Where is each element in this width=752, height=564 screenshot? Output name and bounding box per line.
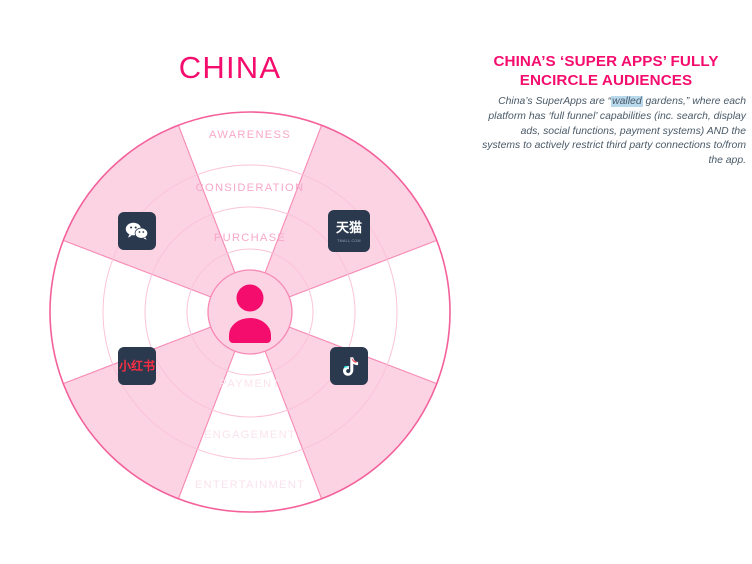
wheel-rings bbox=[102, 164, 398, 460]
app-tile-wechat[interactable] bbox=[118, 212, 156, 250]
wedge-right bbox=[250, 240, 450, 384]
wedge-bottom bbox=[178, 312, 322, 512]
wedge-lower-left bbox=[63, 312, 250, 499]
douyin-icon bbox=[342, 356, 358, 376]
ring-label-entertainment: ENTERTAINMENT bbox=[195, 479, 305, 491]
right-column: CHINA’S ‘SUPER APPS’ FULLY ENCIRCLE AUDI… bbox=[460, 0, 752, 564]
ring-label-awareness: AWARENESS bbox=[209, 129, 291, 141]
wedge-upper-left bbox=[63, 125, 250, 312]
app-tile-tmall[interactable]: 天猫 TMALL.COM bbox=[328, 210, 370, 252]
app-tile-douyin[interactable] bbox=[330, 347, 368, 385]
tmall-sublabel: TMALL.COM bbox=[337, 239, 361, 243]
china-wheel: AWARENESS CONSIDERATION PURCHASE PAYMENT… bbox=[40, 102, 460, 522]
ring-label-purchase: PURCHASE bbox=[214, 232, 286, 244]
body-copy: China’s SuperApps are “walled gardens,” … bbox=[480, 95, 746, 169]
app-tile-xiaohongshu[interactable]: 小红书 bbox=[118, 347, 156, 385]
body-after: gardens,” where each platform has ‘full … bbox=[482, 96, 746, 167]
headline: CHINA’S ‘SUPER APPS’ FULLY ENCIRCLE AUDI… bbox=[493, 53, 719, 90]
wheel-outer-boundary bbox=[49, 111, 451, 513]
ring-label-payment: PAYMENT bbox=[219, 378, 280, 390]
tmall-label: 天猫 bbox=[335, 221, 362, 236]
china-section: CHINA bbox=[40, 50, 460, 522]
wedge-lower-right bbox=[250, 312, 437, 499]
wedge-top bbox=[178, 112, 322, 312]
china-title: CHINA bbox=[178, 50, 282, 85]
body-before: China’s SuperApps are “ bbox=[498, 96, 612, 107]
wedge-left bbox=[50, 240, 250, 384]
wechat-icon bbox=[125, 222, 149, 240]
xiaohongshu-label: 小红书 bbox=[118, 359, 155, 373]
ring-label-engagement: ENGAGEMENT bbox=[204, 429, 296, 441]
body-highlight: walled bbox=[611, 96, 643, 107]
china-center-avatar bbox=[207, 269, 293, 355]
ring-label-consideration: CONSIDERATION bbox=[196, 182, 305, 194]
wheel-svg: AWARENESS CONSIDERATION PURCHASE PAYMENT… bbox=[49, 111, 451, 513]
